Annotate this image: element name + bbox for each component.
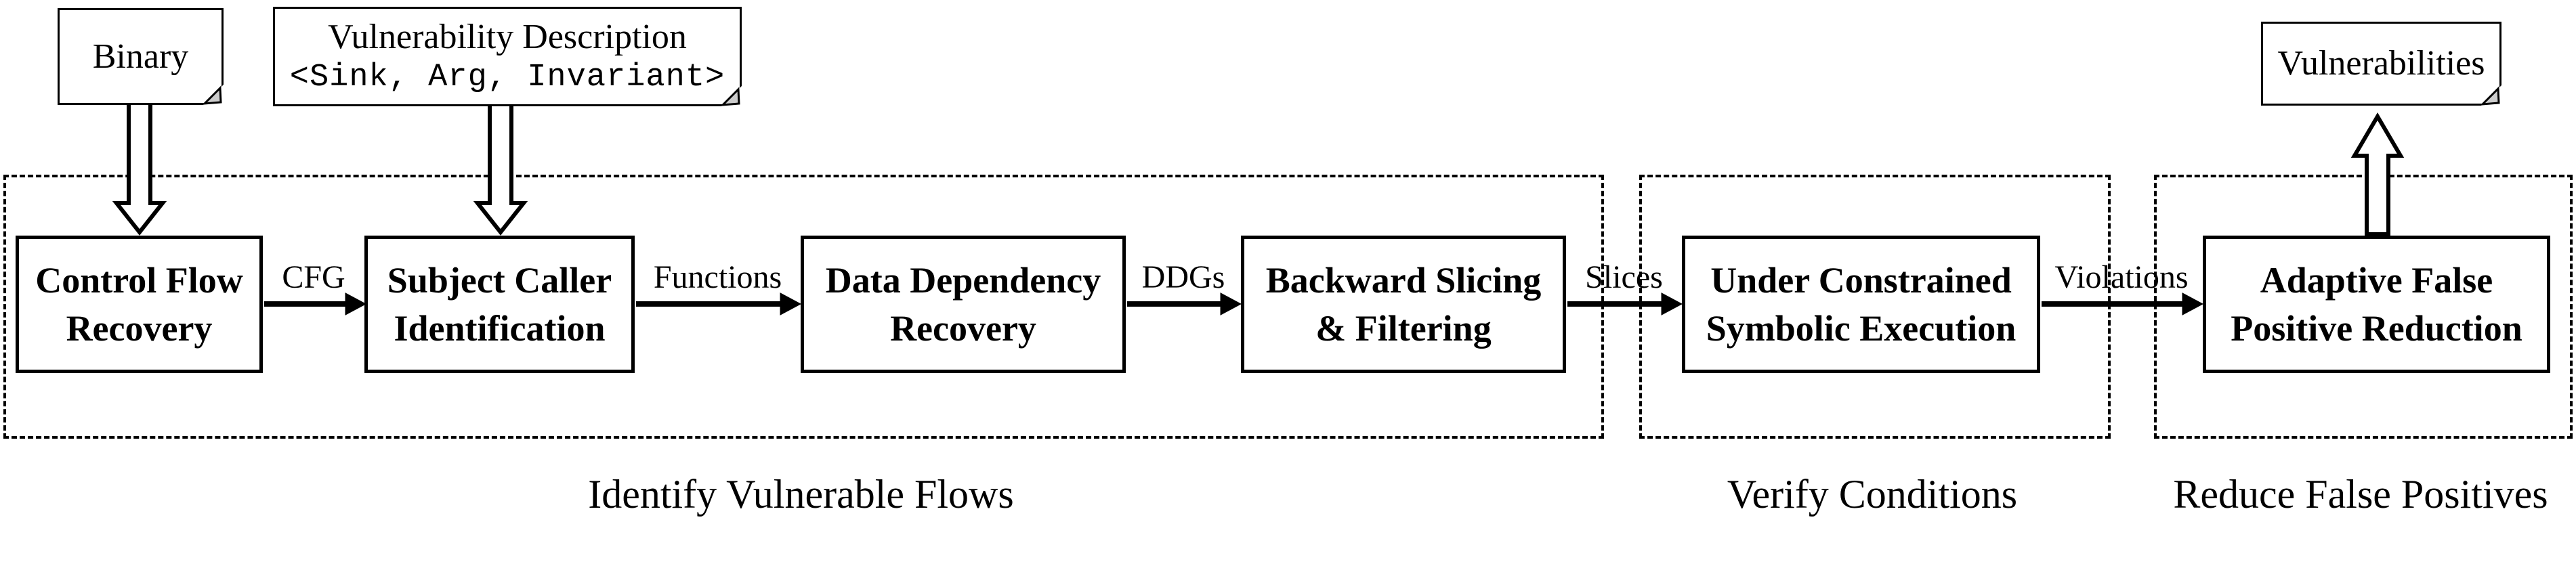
note-vulnerability-description: Vulnerability Description <Sink, Arg, In… — [273, 7, 742, 106]
stage-label-line: Recovery — [66, 307, 213, 349]
stage-label-line: Identification — [394, 307, 606, 349]
stage-label-line: Subject Caller — [387, 259, 612, 301]
edge-label-functions: Functions — [653, 259, 782, 295]
stage-label-line: Under Constrained — [1710, 259, 2012, 301]
note-binary: Binary — [58, 8, 224, 105]
edge-label-cfg: CFG — [282, 259, 345, 295]
stage-label-line: & Filtering — [1315, 307, 1492, 349]
phase-caption-reduce-false-positives: Reduce False Positives — [2173, 472, 2548, 517]
phase-caption-identify-vulnerable-flows: Identify Vulnerable Flows — [588, 472, 1014, 517]
stage-label-line: Backward Slicing — [1265, 259, 1542, 301]
stage-box-data-dependency-recovery: Data Dependency Recovery — [801, 236, 1126, 373]
stage-label-line: Control Flow — [35, 259, 243, 301]
note-vulnerabilities: Vulnerabilities — [2261, 22, 2501, 106]
stage-label-line: Symbolic Execution — [1706, 307, 2017, 349]
stage-box-control-flow-recovery: Control Flow Recovery — [16, 236, 263, 373]
folded-corner-icon — [721, 86, 742, 106]
note-vulnerabilities-label: Vulnerabilities — [2277, 44, 2485, 83]
down-arrow-icon — [112, 100, 167, 236]
note-binary-label: Binary — [92, 37, 189, 76]
folded-corner-icon — [203, 85, 224, 105]
stage-label-line: Data Dependency — [825, 259, 1101, 301]
stage-box-adaptive-false-positive-reduction: Adaptive False Positive Reduction — [2203, 236, 2550, 373]
folded-corner-icon — [2481, 85, 2501, 106]
stage-label-line: Adaptive False — [2260, 259, 2493, 301]
stage-box-backward-slicing-filtering: Backward Slicing & Filtering — [1241, 236, 1566, 373]
phase-caption-verify-conditions: Verify Conditions — [1727, 472, 2018, 517]
edge-label-slices: Slices — [1585, 259, 1663, 295]
edge-label-violations: Violations — [2054, 259, 2189, 295]
note-vulnerability-description-signature: <Sink, Arg, Invariant> — [289, 59, 725, 95]
stage-label-line: Recovery — [890, 307, 1036, 349]
stage-label-line: Positive Reduction — [2231, 307, 2522, 349]
edge-label-ddgs: DDGs — [1141, 259, 1225, 295]
flow-arrow-icon — [264, 292, 2204, 315]
up-arrow-icon — [2350, 112, 2405, 236]
stage-box-subject-caller-identification: Subject Caller Identification — [364, 236, 635, 373]
note-vulnerability-description-title: Vulnerability Description — [328, 17, 687, 56]
stage-box-under-constrained-symbolic-execution: Under Constrained Symbolic Execution — [1682, 236, 2040, 373]
down-arrow-icon — [473, 102, 528, 236]
